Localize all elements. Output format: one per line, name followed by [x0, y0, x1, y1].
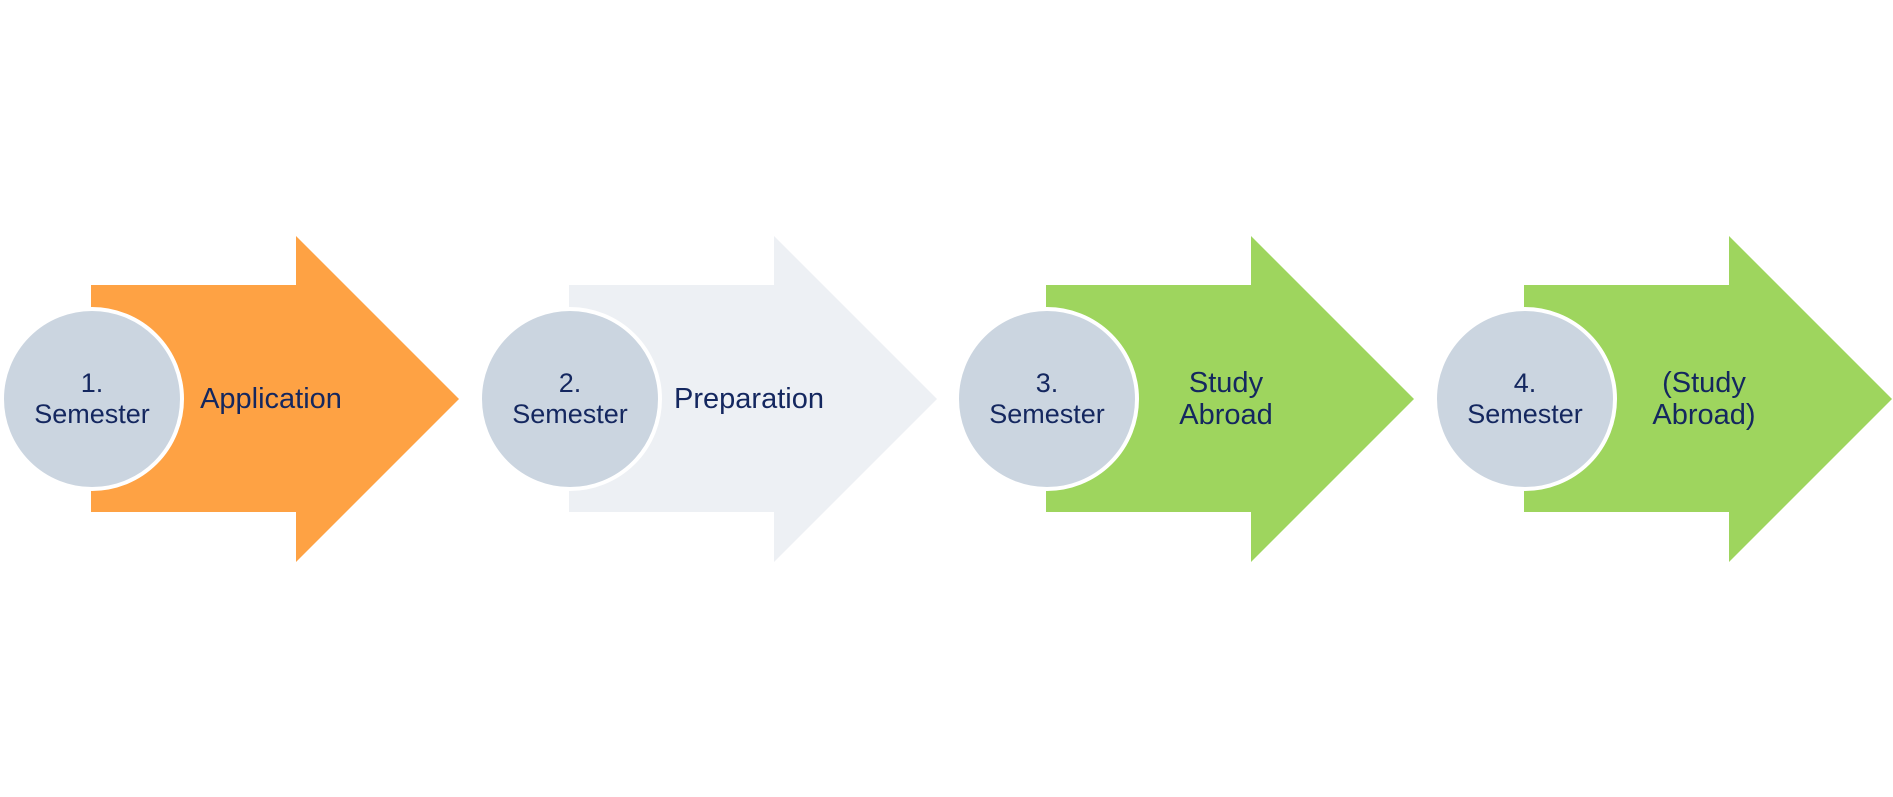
- step-3-phase-label: Study Abroad: [1137, 340, 1315, 458]
- step-1-number: 1.: [80, 368, 104, 398]
- step-4-number: 4.: [1513, 368, 1537, 398]
- step-1-phase-label: Application: [182, 340, 360, 458]
- step-2: 2. Semester Preparation: [478, 0, 958, 797]
- step-3-circle-label: 3. Semester: [958, 310, 1136, 488]
- step-1-period: Semester: [34, 399, 150, 429]
- step-4-phase-line-2: Abroad): [1652, 399, 1756, 431]
- step-1: 1. Semester Application: [0, 0, 480, 797]
- step-3: 3. Semester Study Abroad: [955, 0, 1435, 797]
- step-1-circle-label: 1. Semester: [3, 310, 181, 488]
- step-4-circle-label: 4. Semester: [1436, 310, 1614, 488]
- step-1-arrow: [91, 236, 459, 562]
- step-4-period: Semester: [1467, 399, 1583, 429]
- step-3-phase-line-1: Study: [1188, 367, 1264, 399]
- step-3-period: Semester: [989, 399, 1105, 429]
- step-4: 4. Semester (Study Abroad): [1433, 0, 1893, 797]
- step-4-phase-label: (Study Abroad): [1615, 340, 1793, 458]
- step-1-shapes: [0, 236, 459, 562]
- step-1-phase-line-1: Application: [200, 383, 342, 415]
- step-2-circle-label: 2. Semester: [481, 310, 659, 488]
- step-2-phase-label: Preparation: [660, 340, 838, 458]
- step-3-phase-line-2: Abroad: [1179, 399, 1273, 431]
- step-3-circle: [955, 307, 1139, 491]
- step-4-phase-line-1: (Study: [1662, 367, 1746, 399]
- step-3-number: 3.: [1035, 368, 1059, 398]
- step-4-arrow: [1524, 236, 1892, 562]
- step-3-arrow: [1046, 236, 1414, 562]
- step-2-phase-line-1: Preparation: [674, 383, 824, 415]
- step-2-shapes: [478, 236, 937, 562]
- step-2-arrow: [569, 236, 937, 562]
- step-1-circle: [0, 307, 184, 491]
- step-2-circle: [478, 307, 662, 491]
- step-2-period: Semester: [512, 399, 628, 429]
- step-4-circle: [1433, 307, 1617, 491]
- step-3-shapes: [955, 236, 1414, 562]
- step-2-number: 2.: [558, 368, 582, 398]
- step-4-shapes: [1433, 236, 1892, 562]
